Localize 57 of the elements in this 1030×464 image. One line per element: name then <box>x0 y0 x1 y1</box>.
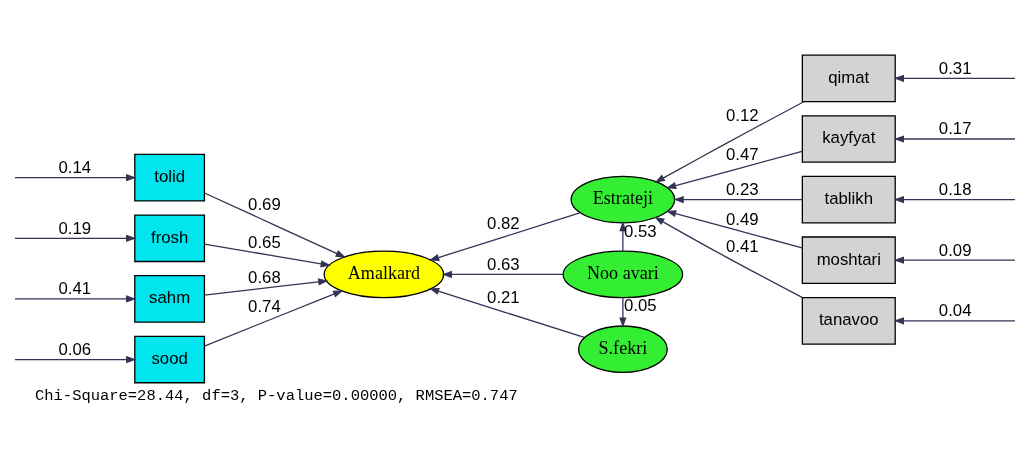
node-ellipse: S.fekri <box>577 324 668 373</box>
edge-label: 0.47 <box>726 144 759 164</box>
arrow <box>893 316 1016 324</box>
arrow <box>893 256 1016 264</box>
arrow <box>619 296 627 328</box>
edge-label: 0.69 <box>248 194 281 214</box>
arrow <box>665 209 803 249</box>
edge-label: 0.17 <box>938 118 972 138</box>
node-box: moshtari <box>801 235 896 284</box>
node-box: qimat <box>801 54 896 102</box>
arrow <box>203 289 344 347</box>
arrow <box>893 134 1016 143</box>
node-box: sood <box>134 335 206 383</box>
arrow <box>428 211 581 261</box>
arrow <box>893 195 1016 203</box>
edge-label: 0.68 <box>248 267 281 287</box>
edge-label: 0.41 <box>58 278 92 298</box>
arrow <box>654 216 804 298</box>
caption: Chi-Square=28.44, df=3, P-value=0.00000, RMSEA=0.747 <box>35 386 518 405</box>
node-box: tablikh <box>801 175 896 223</box>
node-box: kayfyat <box>801 114 896 163</box>
edge-label: 0.23 <box>726 179 759 199</box>
edge-label: 0.41 <box>726 236 759 256</box>
arrow <box>893 74 1016 82</box>
edge-label: 0.18 <box>938 179 972 199</box>
arrow <box>14 294 137 303</box>
edge-label: 0.06 <box>58 339 92 359</box>
node-ellipse: Noo avari <box>562 250 684 298</box>
edge-label: 0.74 <box>248 296 281 316</box>
arrow <box>203 191 346 258</box>
arrow <box>14 355 137 363</box>
arrow <box>428 287 585 338</box>
node-box: tolid <box>134 153 206 202</box>
edge-label: 0.53 <box>623 221 657 241</box>
arrow <box>14 173 137 181</box>
arrow <box>441 270 564 278</box>
arrow <box>673 195 803 203</box>
node-box: tanavoo <box>801 296 896 345</box>
edge-label: 0.31 <box>938 58 972 78</box>
arrow <box>203 277 329 296</box>
edge-label: 0.05 <box>623 295 657 315</box>
edge-label: 0.12 <box>726 105 759 125</box>
edge-label: 0.21 <box>487 287 520 307</box>
arrow <box>665 150 803 189</box>
edge-label: 0.65 <box>248 232 281 252</box>
arrow <box>14 234 137 242</box>
arrow <box>203 242 331 267</box>
edge-label: 0.63 <box>487 254 520 274</box>
edge-label: 0.49 <box>726 209 759 229</box>
arrow <box>654 100 805 183</box>
edge-label: 0.09 <box>938 240 972 260</box>
edge-label: 0.04 <box>938 300 972 320</box>
node-box: frosh <box>134 213 206 262</box>
edge-label: 0.14 <box>58 157 92 177</box>
edge-label: 0.19 <box>58 218 92 238</box>
node-box: sahm <box>134 274 206 323</box>
edge-label: 0.82 <box>487 213 520 232</box>
